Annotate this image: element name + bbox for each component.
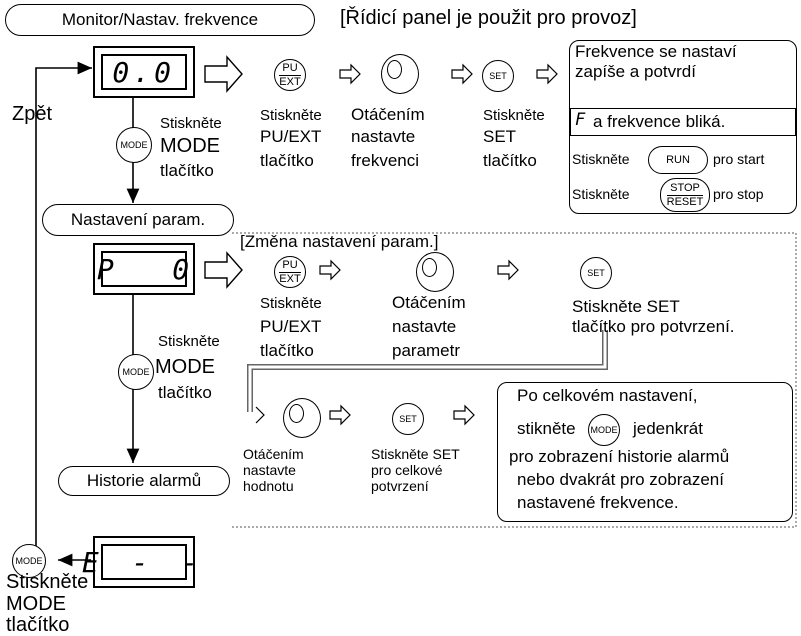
setting-dial-1[interactable] [381,54,419,94]
final-line3: pro zobrazení historie alarmů [509,447,730,466]
blink-symbol: F [575,110,586,130]
alarm-section-label: Historie alarmů [86,471,202,490]
step2-line3: frekvenci [351,151,420,170]
mode-button-label: MODE [15,555,43,566]
param-display-value: P 0 [96,251,192,287]
blink-text: a frekvence bliká. [593,112,726,131]
mode-button-1[interactable]: MODE [116,127,152,163]
pstep4-line2: nastavte [243,462,296,478]
mode-press-3-line1: Stiskněte [6,571,89,593]
final-line2-post: jedenkrát [633,419,703,438]
step1-line2: PU/EXT [260,127,322,146]
back-label: Zpět [12,103,53,125]
pu-label: PU [282,258,298,271]
result-title-line2: zapíše a potvrdí [575,62,696,81]
set-label: SET [399,413,417,424]
pstep1-line1: Stiskněte [260,295,322,312]
ext-label: EXT [279,74,301,88]
param-display: P 0 [93,243,195,295]
params-section-note: [Změna nastavení param.] [240,232,439,251]
run-button[interactable]: RUN [648,146,708,174]
stop-line-pre: Stiskněte [572,186,630,202]
stop-label: STOP [670,181,700,194]
set-button-1[interactable]: SET [482,60,514,92]
step1-line1: Stiskněte [260,107,322,124]
alarm-display: E - - [81,536,207,588]
run-line-post: pro start [713,151,765,167]
final-instructions-box [497,382,793,522]
run-line-pre: Stiskněte [572,151,630,167]
step1-line3: tlačítko [260,151,314,170]
step3-line1: Stiskněte [483,107,545,124]
pstep1-line3: tlačítko [260,341,314,360]
mode-press-2-line2: MODE [155,356,215,378]
mode-press-1-line2: MODE [160,135,220,157]
run-label: RUN [666,153,690,166]
pu-label: PU [282,61,298,74]
monitor-section-pill: Monitor/Nastav. frekvence [5,4,315,36]
result-title-line1: Frekvence se nastaví [575,42,737,61]
step3-line3: tlačítko [483,151,537,170]
small-arrows-row2 [319,259,519,281]
blink-box [570,108,796,136]
frequency-display-value: 0.0 [101,54,187,90]
mode-press-1-line3: tlačítko [160,161,214,180]
frequency-display: 0.0 [93,46,195,98]
params-dotted-frame [232,232,797,528]
return-path-inner [248,330,607,412]
mode-button-2[interactable]: MODE [118,354,154,390]
pstep5-line3: potvrzení [371,478,429,494]
mode-button-label: MODE [122,366,150,377]
pstep5-line1: Stiskněte SET [371,446,460,462]
set-button-2[interactable]: SET [580,257,612,289]
pstep2-line2: nastavte [392,317,457,336]
mode-press-2-line3: tlačítko [158,383,212,402]
small-arrows-row1 [339,63,558,85]
mode-button-3[interactable]: MODE [12,544,46,578]
mode-press-3-line3: tlačítko [6,614,70,636]
mode-press-3-line2: MODE [6,593,66,615]
stop-line-post: pro stop [713,186,764,202]
setting-dial-2[interactable] [416,252,454,292]
pstep2-line1: Otáčením [392,293,466,312]
final-line5: nastavené frekvence. [517,493,679,512]
reset-label: RESET [666,194,704,208]
mode-press-2-line1: Stiskněte [158,333,220,350]
set-label: SET [587,267,605,278]
final-line2-pre: stikněte [517,419,576,438]
step2-line1: Otáčením [351,105,425,124]
final-line1: Po celkovém nastavení, [517,386,698,405]
mode-button-final[interactable]: MODE [588,414,620,446]
ext-label: EXT [279,271,301,285]
set-button-3[interactable]: SET [392,403,424,435]
pstep5-line2: pro celkové [371,462,443,478]
pstep3-line2: tlačítko pro potvrzení. [572,317,735,336]
params-section-pill: Nastavení param. [42,204,234,236]
step2-line2: nastavte [351,127,416,146]
pstep4-line3: hodnotu [243,478,294,494]
pstep4-line1: Otáčením [243,446,304,462]
setting-dial-3[interactable] [283,398,321,438]
small-arrows-row3 [329,404,475,426]
big-arrows [204,55,243,289]
set-label: SET [489,70,507,81]
alarm-section-pill: Historie alarmů [58,466,230,496]
mode-button-label: MODE [590,424,618,435]
mode-button-label: MODE [120,139,148,150]
pstep1-line2: PU/EXT [260,317,322,336]
params-section-label: Nastavení param. [70,210,206,229]
final-line4: nebo dvakrát pro zobrazení [517,470,724,489]
alarm-display-value: E - - [81,544,207,580]
pstep3-line1: Stiskněte SET [572,297,680,316]
mode-press-1-line1: Stiskněte [160,115,222,132]
monitor-section-note: [Řídicí panel je použit pro provoz] [340,7,637,29]
monitor-section-label: Monitor/Nastav. frekvence [61,10,259,29]
step3-line2: SET [483,127,517,146]
pstep2-line3: parametr [392,341,461,360]
